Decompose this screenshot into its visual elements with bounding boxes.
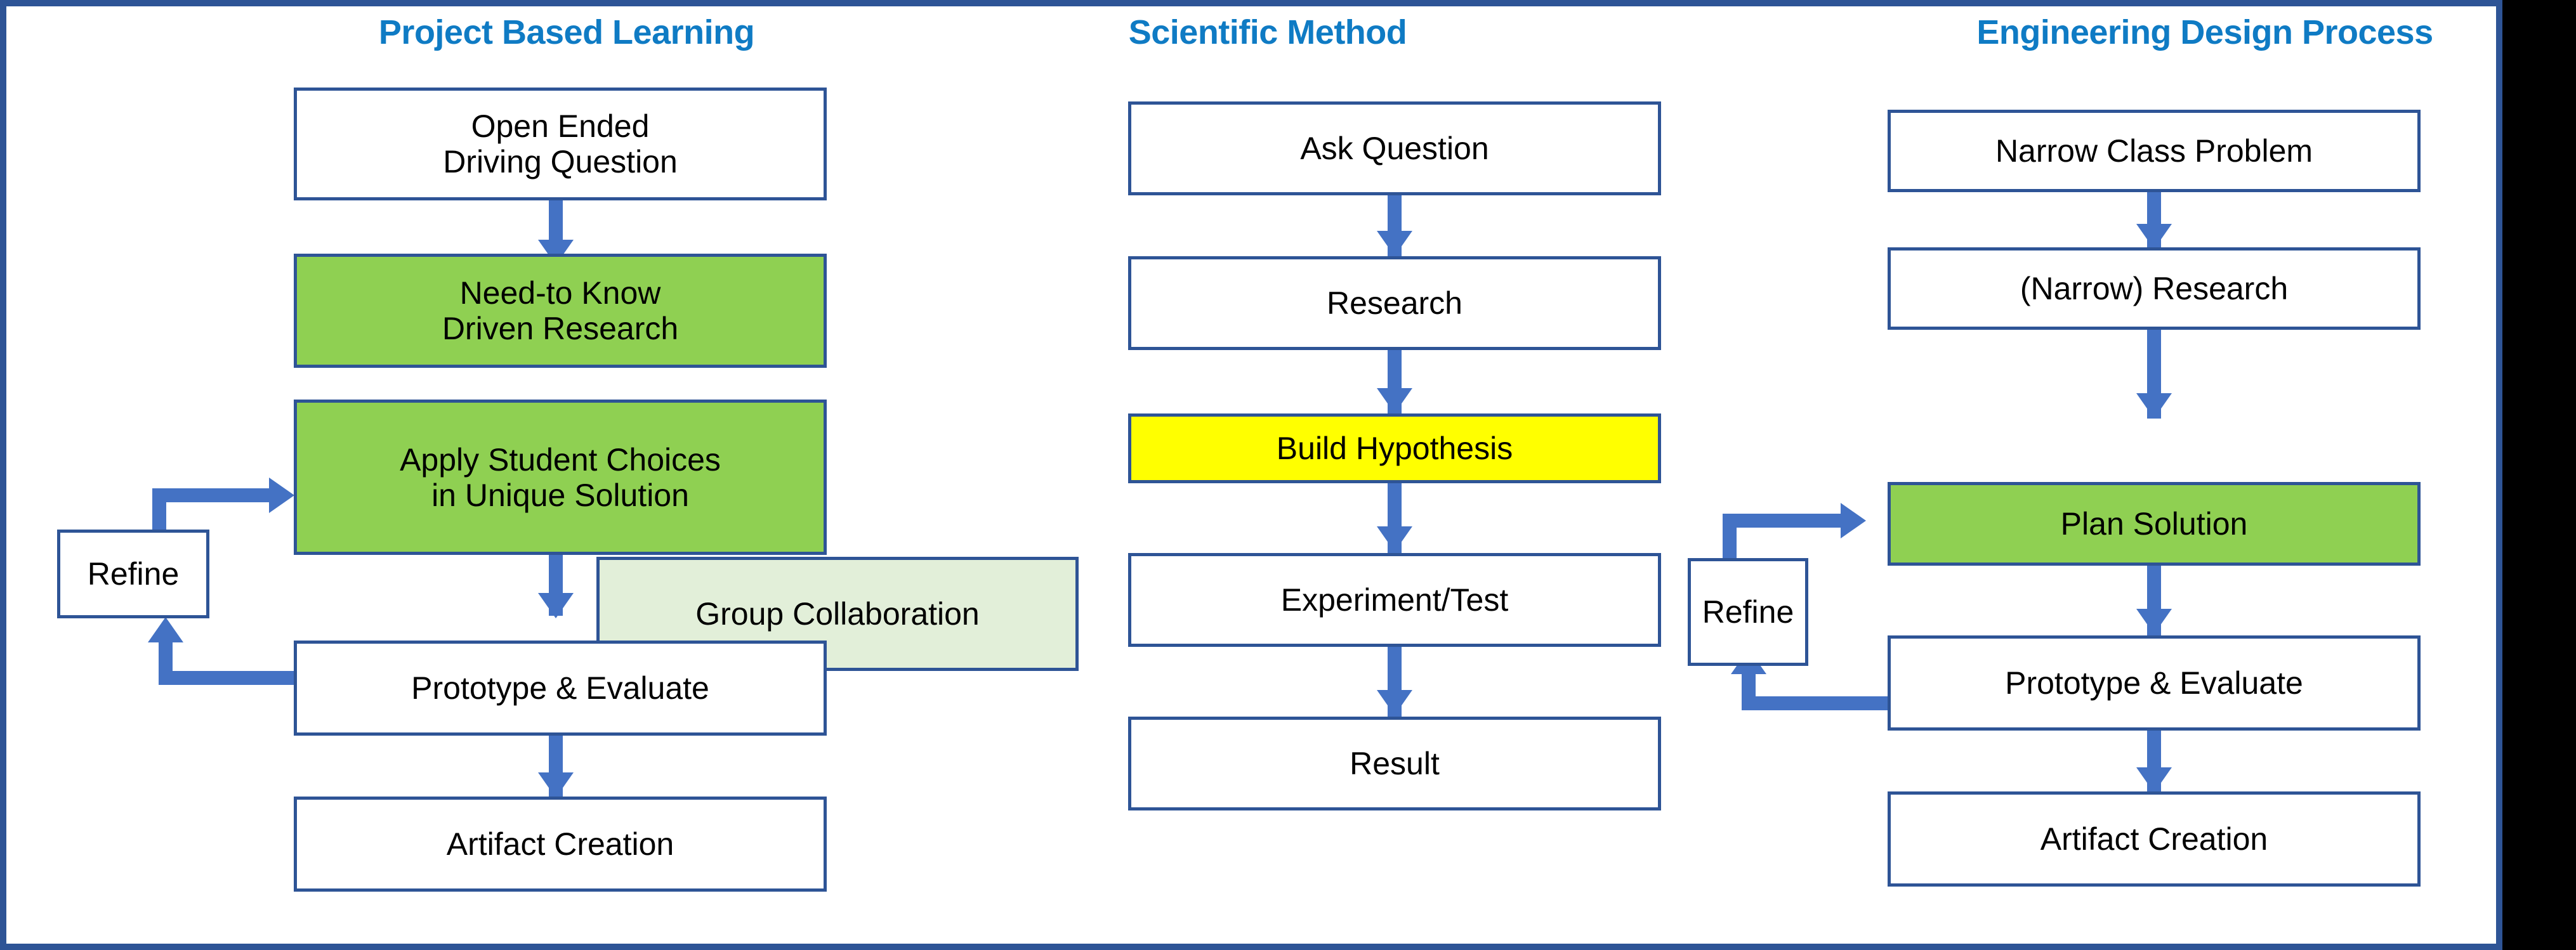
arrow-shaft-pbl-1 <box>549 200 563 249</box>
arrow-head-sm-2 <box>1377 388 1412 413</box>
column-title-scientific-method: Scientific Method <box>1128 13 1407 51</box>
arrow-shaft-pbl-loop-a1 <box>159 671 295 685</box>
node-label: Ask Question <box>1300 131 1489 166</box>
arrow-head-pbl-2 <box>538 593 574 618</box>
node-label: Group Collaboration <box>695 596 980 632</box>
node-refine-pbl[interactable]: Refine <box>57 530 209 618</box>
node-label: (Narrow) Research <box>2020 271 2289 306</box>
node-label: Result <box>1350 746 1440 781</box>
right-black-band <box>2502 0 2576 950</box>
node-prototype-and-evaluate-pbl[interactable]: Prototype & Evaluate <box>294 641 827 736</box>
arrow-head-sm-1 <box>1377 231 1412 256</box>
node-group-collaboration[interactable]: Group Collaboration <box>596 557 1079 671</box>
arrow-shaft-edp-loop-a2 <box>1742 672 1756 707</box>
node-narrow-research[interactable]: (Narrow) Research <box>1888 247 2421 330</box>
node-label: Artifact Creation <box>2040 821 2268 857</box>
node-label: Prototype & Evaluate <box>411 670 709 706</box>
arrow-head-sm-4 <box>1377 690 1412 715</box>
arrow-head-pbl-3 <box>538 772 574 798</box>
arrow-head-edp-4 <box>2136 767 2172 793</box>
arrow-head-edp-2 <box>2136 393 2172 419</box>
node-artifact-creation-edp[interactable]: Artifact Creation <box>1888 791 2421 887</box>
node-label: Narrow Class Problem <box>1995 133 2313 169</box>
node-build-hypothesis[interactable]: Build Hypothesis <box>1128 413 1661 483</box>
node-label: Apply Student Choices in Unique Solution <box>400 441 721 513</box>
column-title-project-based-learning: Project Based Learning <box>378 13 755 51</box>
node-prototype-and-evaluate-edp[interactable]: Prototype & Evaluate <box>1888 635 2421 731</box>
node-label: Experiment/Test <box>1280 582 1509 618</box>
node-result[interactable]: Result <box>1128 717 1661 810</box>
node-plan-solution[interactable]: Plan Solution <box>1888 482 2421 566</box>
node-apply-student-choices[interactable]: Apply Student Choices in Unique Solution <box>294 400 827 555</box>
arrow-head-edp-1 <box>2136 224 2172 249</box>
node-label: Refine <box>1702 594 1794 630</box>
slide-frame: Project Based Learning Open Ended Drivin… <box>0 0 2502 950</box>
node-label: Prototype & Evaluate <box>2005 665 2303 701</box>
node-refine-edp[interactable]: Refine <box>1688 558 1808 666</box>
node-research[interactable]: Research <box>1128 256 1661 350</box>
arrow-shaft-edp-loop-a1 <box>1742 696 1891 710</box>
arrow-shaft-edp-loop-b2 <box>1723 514 1844 528</box>
arrow-head-edp-3 <box>2136 609 2172 634</box>
arrow-head-pbl-loop-a <box>148 617 183 642</box>
node-label: Need-to Know Driven Research <box>442 275 679 346</box>
node-artifact-creation-pbl[interactable]: Artifact Creation <box>294 797 827 892</box>
node-label: Build Hypothesis <box>1276 431 1513 466</box>
node-open-ended-driving-question[interactable]: Open Ended Driving Question <box>294 88 827 200</box>
node-experiment-test[interactable]: Experiment/Test <box>1128 553 1661 647</box>
node-label: Research <box>1327 285 1462 321</box>
column-title-engineering-design-process: Engineering Design Process <box>1976 13 2433 51</box>
arrow-head-edp-loop-b <box>1841 503 1866 538</box>
node-label: Plan Solution <box>2060 506 2248 542</box>
arrow-shaft-pbl-loop-b2 <box>152 488 273 502</box>
node-label: Open Ended Driving Question <box>443 108 678 179</box>
node-need-to-know-driven-research[interactable]: Need-to Know Driven Research <box>294 254 827 368</box>
arrow-head-pbl-loop-b <box>269 478 294 513</box>
node-label: Artifact Creation <box>446 826 674 862</box>
arrow-shaft-pbl-loop-a2 <box>159 641 173 679</box>
arrow-head-sm-3 <box>1377 526 1412 552</box>
node-label: Refine <box>87 556 180 592</box>
node-narrow-class-problem[interactable]: Narrow Class Problem <box>1888 110 2421 192</box>
node-ask-question[interactable]: Ask Question <box>1128 101 1661 195</box>
